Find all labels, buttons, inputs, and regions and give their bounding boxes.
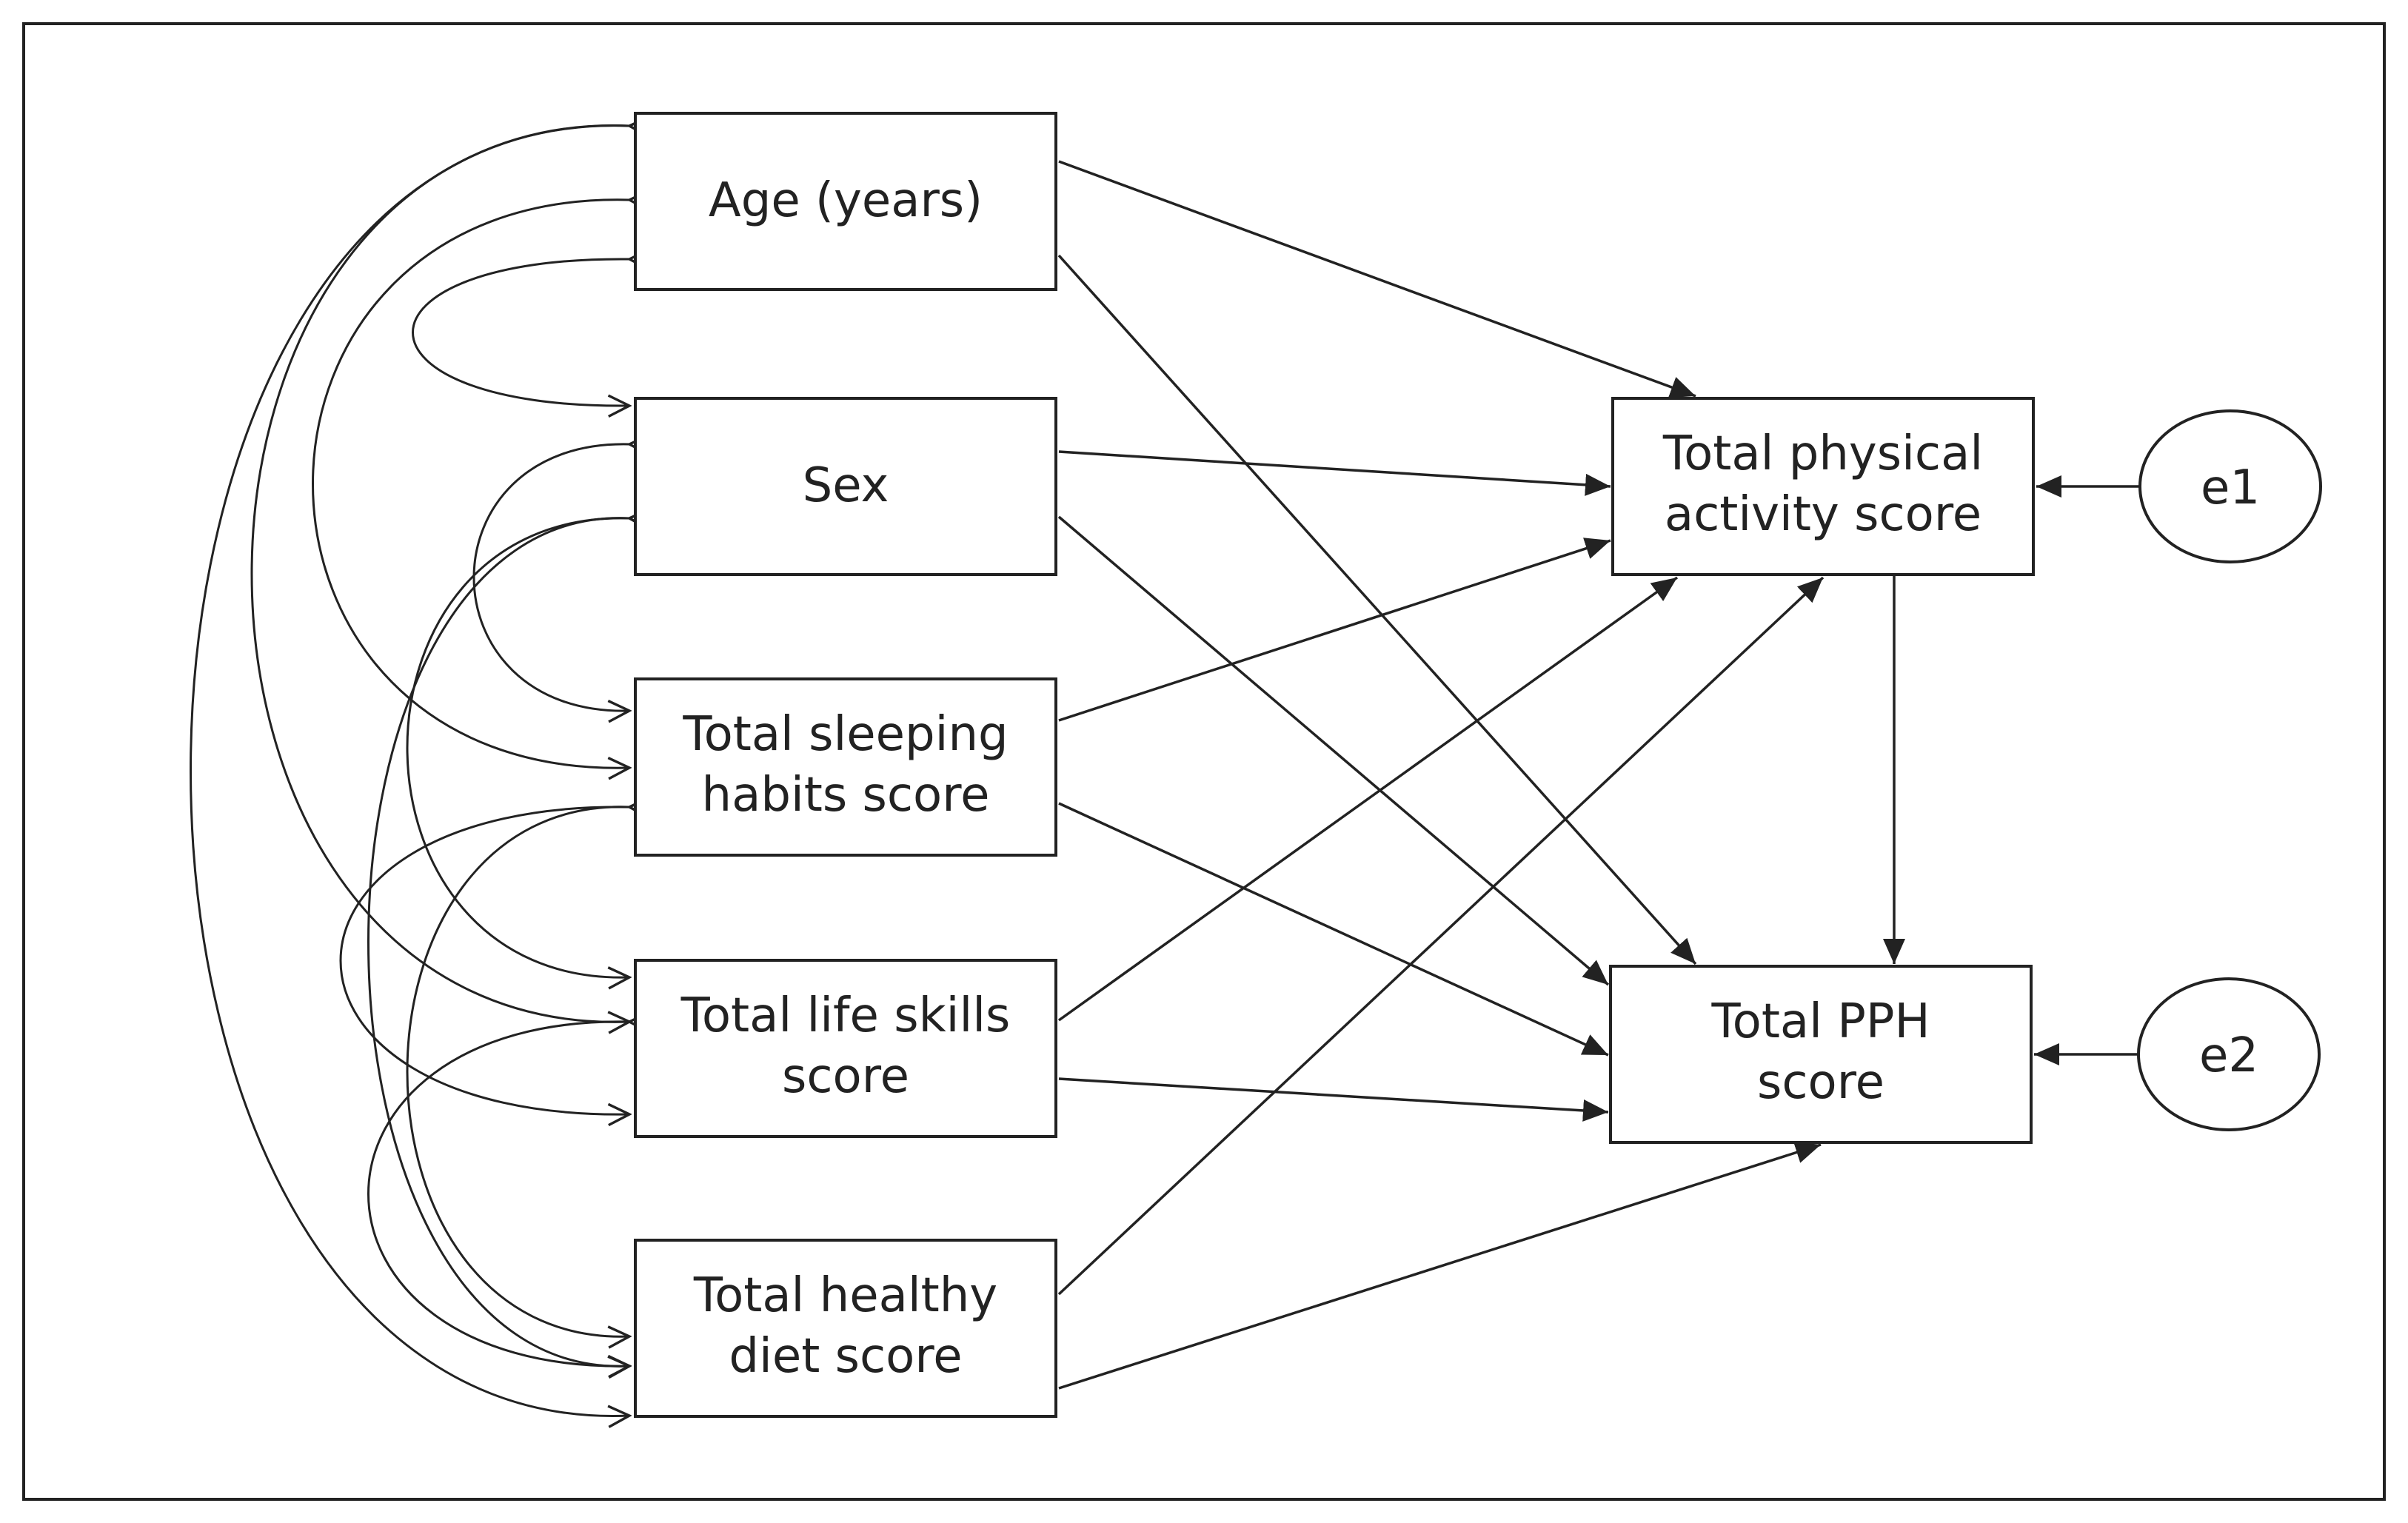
path-sex-to-pa <box>1058 450 1611 496</box>
node-life-skills-label-line2: score <box>782 1049 909 1104</box>
node-life-skills-label-line1: Total life skills <box>680 988 1011 1043</box>
covariance-age-sleep <box>312 200 630 768</box>
node-age: Age (years) <box>634 112 1057 291</box>
node-e2-label: e2 <box>2199 1028 2258 1083</box>
path-sex-to-pph <box>1057 515 1610 986</box>
covariance-curves <box>190 126 630 1416</box>
covariance-life-diet <box>367 1022 630 1366</box>
node-healthy-diet-label-line2: diet score <box>729 1329 962 1384</box>
path-sleep-to-pa <box>1058 538 1611 722</box>
node-physical-activity-label-line2: activity score <box>1665 487 1981 542</box>
path-life-to-pph <box>1058 1077 1609 1122</box>
node-sex: Sex <box>634 397 1057 576</box>
node-sex-label: Sex <box>803 458 889 513</box>
node-pph-label-line2: score <box>1757 1055 1884 1110</box>
covariance-age-diet <box>190 126 630 1416</box>
node-sleeping-habits: Total sleeping habits score <box>634 677 1057 857</box>
regression-paths <box>1057 160 2140 1390</box>
node-pph-label-line1: Total PPH <box>1710 994 1930 1049</box>
node-e1-label: e1 <box>2201 461 2260 515</box>
node-sleeping-habits-label-line2: habits score <box>702 768 990 823</box>
node-healthy-diet: Total healthy diet score <box>634 1239 1057 1418</box>
covariance-age-sex <box>412 259 630 406</box>
node-sleeping-habits-label-line1: Total sleeping <box>682 707 1008 762</box>
node-e1: e1 <box>2138 409 2322 563</box>
diagram-frame <box>22 22 2386 1501</box>
path-age-to-pph <box>1057 254 1697 965</box>
node-healthy-diet-label-line1: Total healthy <box>693 1268 997 1323</box>
path-diet-to-pa <box>1057 576 1825 1296</box>
node-age-label: Age (years) <box>709 173 983 228</box>
path-age-to-pa <box>1058 160 1696 398</box>
covariance-sex-life <box>406 518 629 977</box>
path-sleep-to-pph <box>1058 802 1609 1057</box>
node-e2: e2 <box>2137 977 2321 1131</box>
node-physical-activity: Total physical activity score <box>1611 397 2035 576</box>
node-pph: Total PPH score <box>1609 965 2033 1144</box>
covariance-sleep-diet <box>406 807 629 1336</box>
node-physical-activity-label-line1: Total physical <box>1662 426 1983 481</box>
covariance-sex-sleep <box>472 444 629 711</box>
path-life-to-pa <box>1057 576 1679 1022</box>
covariance-sleep-life <box>339 807 629 1114</box>
covariance-sex-diet <box>367 518 630 1367</box>
node-life-skills: Total life skills score <box>634 959 1057 1138</box>
path-diet-to-pph <box>1058 1142 1822 1390</box>
